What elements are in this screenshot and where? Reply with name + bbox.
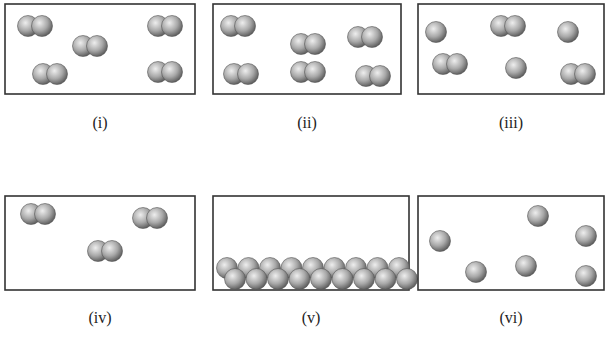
atom [466, 262, 487, 283]
atom [576, 266, 597, 287]
container-box [213, 4, 401, 94]
box-outline [418, 4, 604, 94]
panel-label: (iii) [499, 114, 523, 132]
atom [162, 16, 183, 37]
container-box [5, 4, 195, 94]
atom [238, 64, 259, 85]
atom [575, 64, 596, 85]
container-box [5, 196, 195, 290]
atom [430, 231, 451, 252]
box-outline [418, 196, 604, 290]
atom [289, 269, 310, 290]
atom [32, 16, 53, 37]
atom [311, 269, 332, 290]
atom [147, 208, 168, 229]
atom [332, 269, 353, 290]
atom [426, 22, 447, 43]
box-outline [5, 4, 195, 94]
atom [375, 269, 396, 290]
atom [397, 269, 418, 290]
atom [516, 256, 537, 277]
atom [268, 269, 289, 290]
atom [576, 226, 597, 247]
container-box [213, 196, 418, 290]
panel-label: (vi) [499, 309, 522, 327]
atom [558, 22, 579, 43]
atom [354, 269, 375, 290]
box-outline [213, 4, 401, 94]
panel-label: (v) [302, 309, 321, 327]
atom [35, 204, 56, 225]
atom [87, 36, 108, 57]
atom [528, 206, 549, 227]
atom [246, 269, 267, 290]
atom [305, 62, 326, 83]
atom [505, 16, 526, 37]
atom [370, 66, 391, 87]
atom [225, 269, 246, 290]
container-box [418, 4, 604, 94]
panel-label: (ii) [297, 114, 317, 132]
panel-label: (i) [92, 114, 107, 132]
atom [102, 241, 123, 262]
atom [47, 64, 68, 85]
box-outline [213, 196, 409, 290]
atom [362, 27, 383, 48]
atom [447, 54, 468, 75]
atom [162, 62, 183, 83]
container-box [418, 196, 604, 290]
atom [235, 16, 256, 37]
atom [305, 34, 326, 55]
panel-label: (iv) [88, 309, 111, 327]
atom [506, 58, 527, 79]
box-outline [5, 196, 195, 290]
